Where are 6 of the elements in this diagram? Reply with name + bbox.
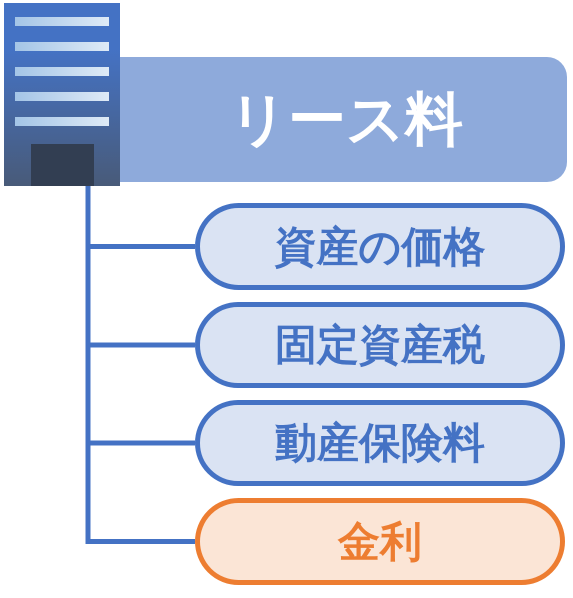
rounded-pill-box: 動産保険料 <box>195 400 565 486</box>
rounded-pill-box: 金利 <box>195 498 565 585</box>
header-band: リース料 <box>120 57 567 182</box>
rounded-pill-box: 固定資産税 <box>195 302 565 388</box>
building-icon <box>4 3 120 186</box>
rounded-pill-box: 資産の価格 <box>195 203 565 290</box>
